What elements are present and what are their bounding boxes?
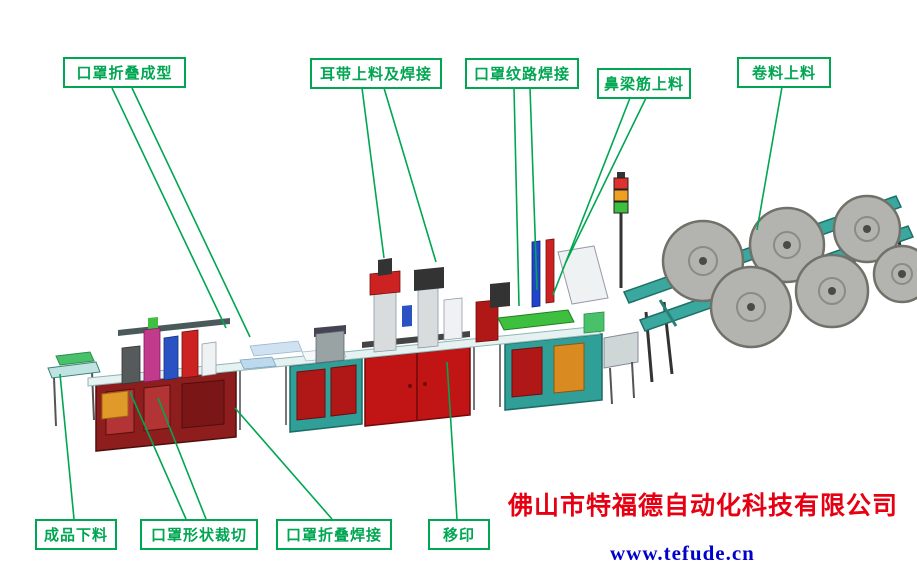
label-text: 口罩纹路焊接 [473, 66, 570, 83]
folding-welding-unit [314, 325, 346, 364]
label-text: 移印 [442, 527, 475, 544]
cabinet-red-large [364, 346, 471, 427]
label-text: 口罩折叠焊接 [285, 527, 382, 544]
roll-stand-section [613, 172, 917, 383]
label-finished-product-unloading: 成品下料 [35, 519, 117, 550]
cabinet-teal-left [289, 357, 363, 433]
signal-tower-light-icon [613, 172, 629, 288]
label-nose-bridge-feeding: 鼻梁筋上料 [597, 68, 691, 99]
label-mask-folding-welding: 口罩折叠焊接 [276, 519, 392, 550]
label-text: 成品下料 [43, 527, 108, 544]
label-text: 耳带上料及焊接 [319, 66, 432, 83]
website-url: www.tefude.cn [610, 541, 755, 565]
ear-strap-welding-towers [362, 258, 470, 353]
label-mask-texture-welding: 口罩纹路焊接 [465, 58, 579, 89]
label-text: 口罩形状裁切 [150, 527, 247, 544]
label-text: 口罩折叠成型 [76, 65, 173, 82]
material-rolls [661, 194, 917, 349]
orange-bin [101, 390, 129, 420]
label-mask-shape-cutting: 口罩形状裁切 [140, 519, 258, 550]
outfeed-conveyor [47, 351, 101, 427]
leader-lines [59, 86, 783, 520]
company-name: 佛山市特福德自动化科技有限公司 [508, 492, 899, 520]
label-text: 鼻梁筋上料 [603, 76, 684, 93]
label-ear-strap-feeding-welding: 耳带上料及焊接 [310, 58, 442, 89]
texture-welding-nose-bridge-unit [475, 238, 609, 343]
folding-forming-mechanism [118, 317, 230, 385]
label-mask-folding-forming: 口罩折叠成型 [63, 57, 186, 88]
label-text: 卷料上料 [751, 65, 816, 82]
main-line-section [47, 238, 639, 452]
label-roll-material-feeding: 卷料上料 [737, 57, 831, 88]
label-pad-printing: 移印 [428, 519, 490, 550]
cabinet-teal-right [504, 333, 603, 411]
